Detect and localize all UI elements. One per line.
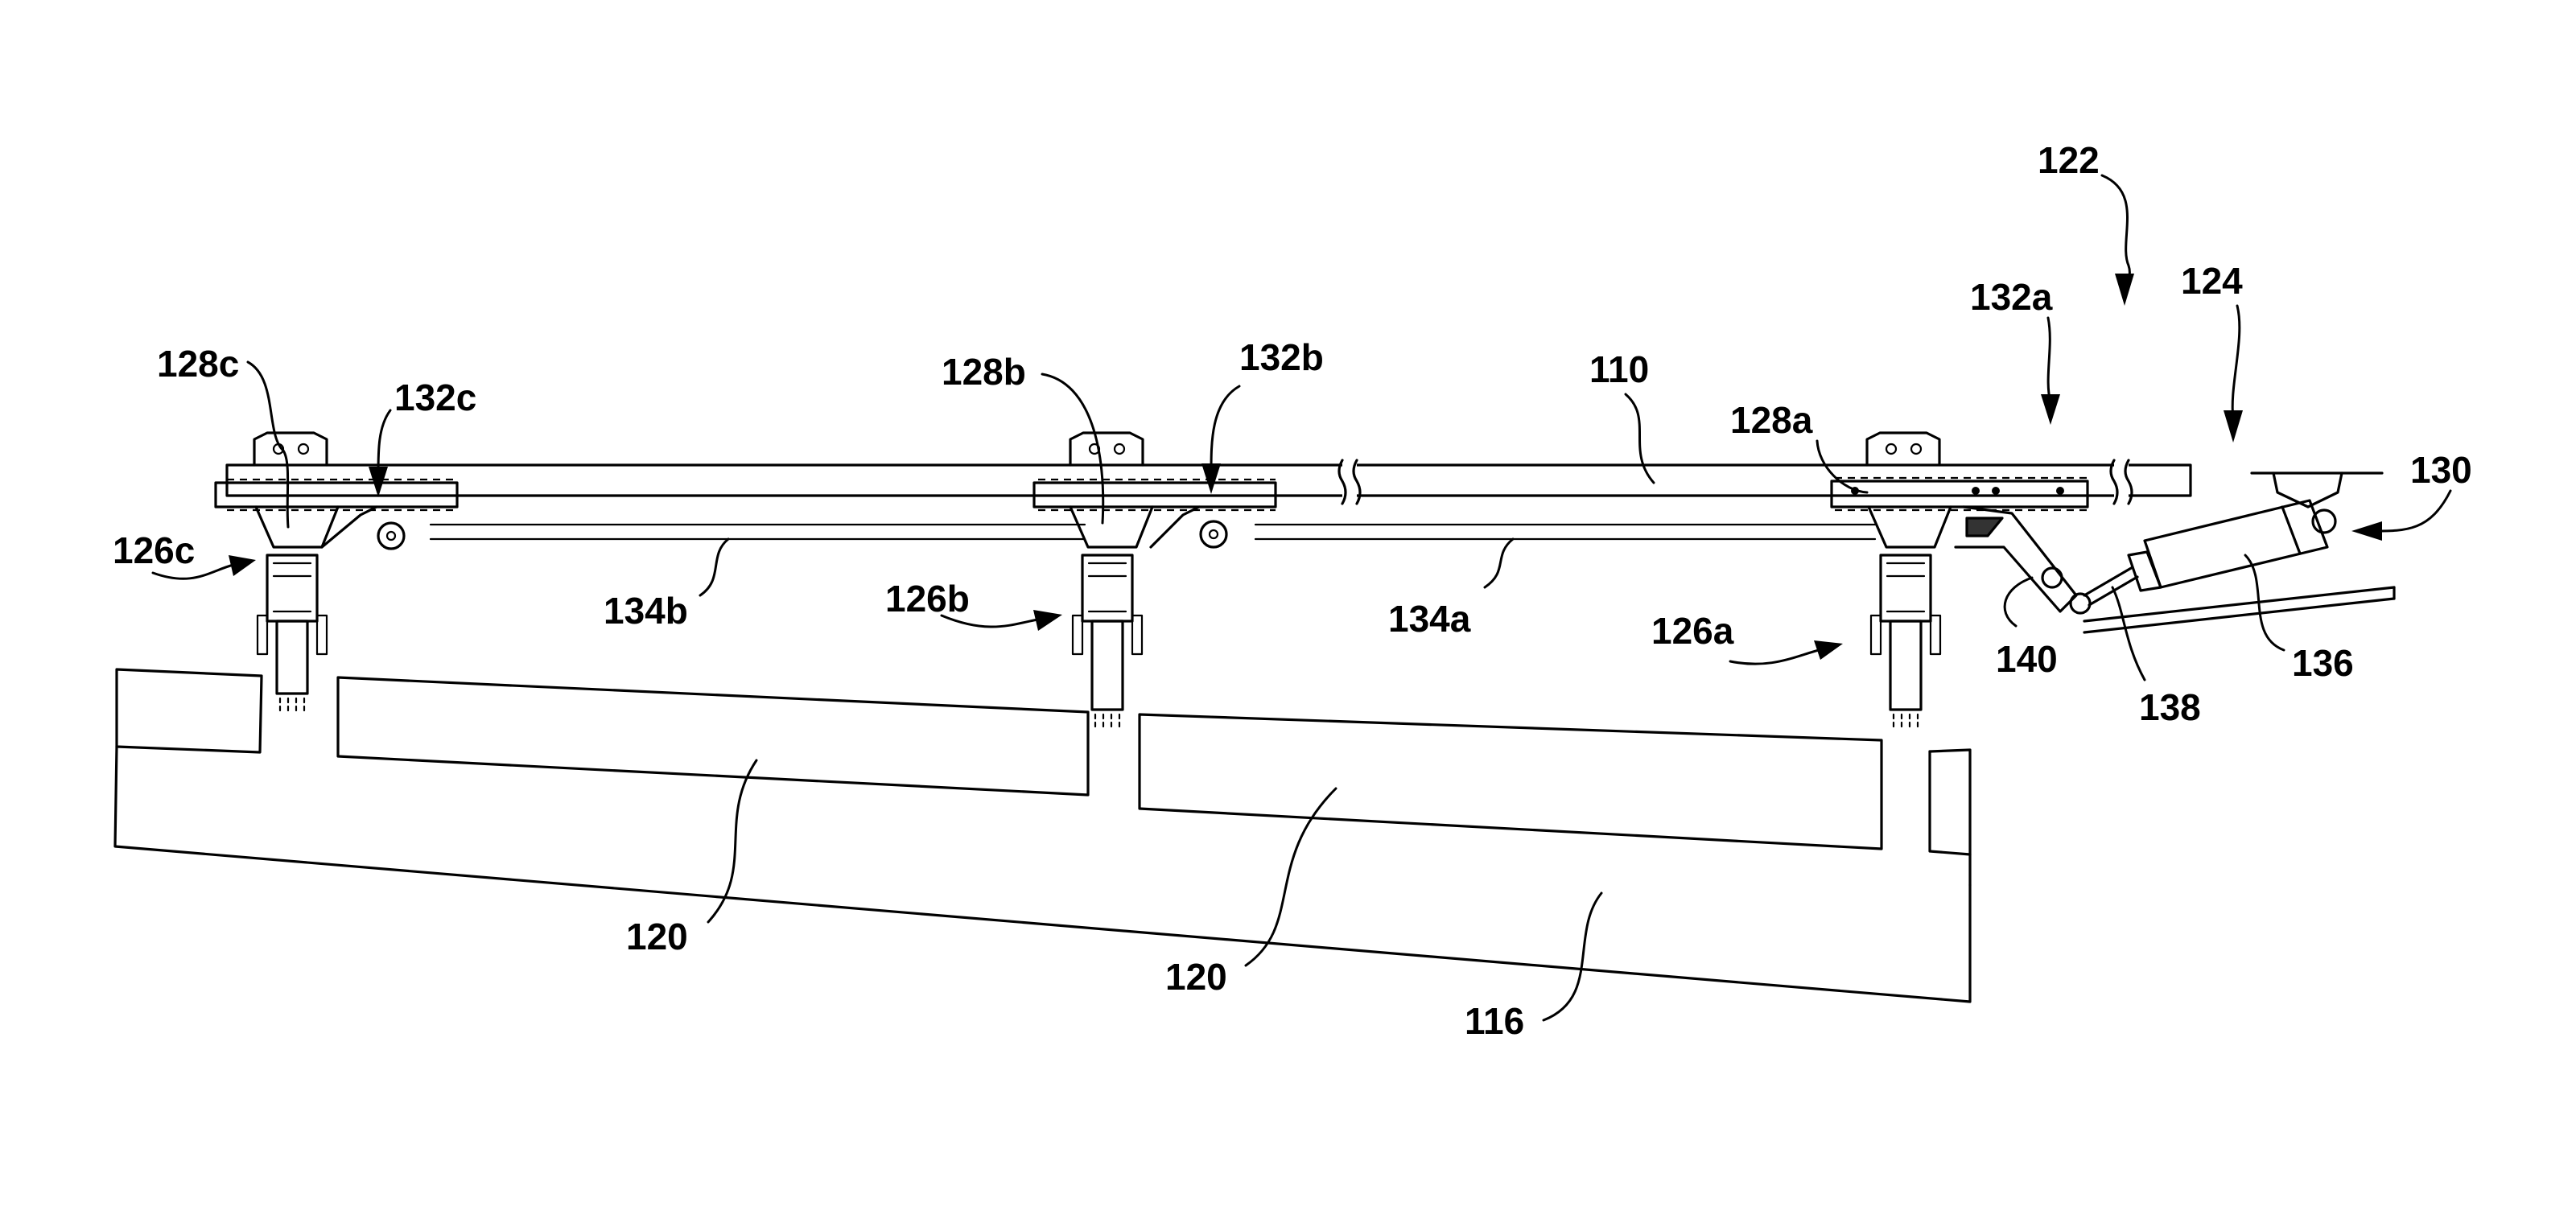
label-132b: 132b	[1239, 336, 1324, 378]
label-120-left: 120	[626, 916, 688, 957]
station-c	[216, 433, 457, 714]
rod-134b	[431, 525, 1085, 539]
label-138: 138	[2139, 686, 2201, 728]
label-132a: 132a	[1970, 276, 2053, 318]
panel-120-right	[1140, 714, 1882, 849]
label-124: 124	[2181, 260, 2243, 302]
label-134b: 134b	[604, 590, 688, 632]
label-110: 110	[1589, 348, 1649, 390]
label-116: 116	[1465, 1000, 1524, 1042]
station-b	[1034, 433, 1276, 731]
label-128b: 128b	[942, 351, 1026, 393]
label-120-right: 120	[1165, 956, 1227, 998]
label-126c: 126c	[113, 529, 195, 571]
label-140: 140	[1996, 638, 2058, 680]
label-130: 130	[2410, 449, 2472, 491]
label-128a: 128a	[1730, 399, 1813, 441]
label-136: 136	[2292, 642, 2354, 684]
label-126b: 126b	[885, 578, 970, 620]
label-134a: 134a	[1388, 598, 1471, 640]
leaders	[153, 175, 2450, 1020]
label-132c: 132c	[394, 377, 476, 418]
label-128c: 128c	[157, 343, 239, 385]
panel-120-left	[338, 677, 1088, 795]
station-a	[1832, 433, 2090, 731]
rod-134a	[1255, 525, 1875, 539]
label-122: 122	[2038, 139, 2100, 181]
label-126a: 126a	[1651, 610, 1734, 652]
lower-body-116	[115, 669, 1970, 1002]
